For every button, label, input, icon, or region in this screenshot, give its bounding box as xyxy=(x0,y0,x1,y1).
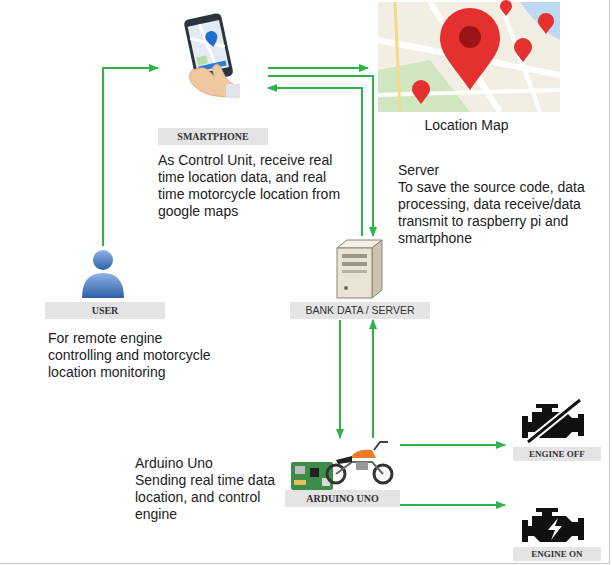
engine-on-icon xyxy=(522,508,584,542)
description-text: For remote engine controlling and motorc… xyxy=(48,330,223,381)
server-icon xyxy=(337,240,382,298)
flow-arrow xyxy=(103,68,158,246)
component-band: ARDUINO UNO xyxy=(285,490,400,507)
component-band: ENGINE ON xyxy=(513,547,601,561)
user-node: USERFor remote engine controlling and mo… xyxy=(45,246,165,320)
user-icon xyxy=(82,250,124,298)
engine-off-icon xyxy=(522,400,584,442)
component-band: BANK DATA / SERVER xyxy=(290,302,430,319)
flow-arrow xyxy=(400,444,505,446)
flow-arrow xyxy=(339,320,341,438)
server-node: ServerTo save the source code, data proc… xyxy=(290,236,430,320)
location-map-node: Location Map xyxy=(368,0,565,138)
arduino-motorcycle-picture xyxy=(291,442,392,490)
component-band: USER xyxy=(45,302,165,319)
smartphone-icon xyxy=(183,13,240,98)
flow-arrow xyxy=(268,67,368,69)
component-band: SMARTPHONE xyxy=(158,128,268,145)
engine-on-node: ENGINE ON xyxy=(505,500,605,562)
description-text: Sending real time data location, and con… xyxy=(135,472,283,523)
engine-off-node: ENGINE OFF xyxy=(505,395,605,462)
arduino-node: Arduino UnoSending real time data locati… xyxy=(285,438,400,508)
frame-line xyxy=(609,0,610,564)
flow-arrow xyxy=(372,320,374,438)
frame-line xyxy=(0,563,610,564)
map-caption: Location Map xyxy=(368,117,565,134)
component-band: ENGINE OFF xyxy=(513,447,601,461)
description-text: To save the source code, data processing… xyxy=(398,179,603,247)
smartphone-node: SMARTPHONEAs Control Unit, receive real … xyxy=(158,16,268,146)
description-text: As Control Unit, receive real time locat… xyxy=(158,152,348,220)
description-heading: Server xyxy=(398,162,439,179)
description-heading: Arduino Uno xyxy=(135,455,213,472)
location-map-picture xyxy=(378,0,560,112)
flow-arrow xyxy=(400,504,505,506)
